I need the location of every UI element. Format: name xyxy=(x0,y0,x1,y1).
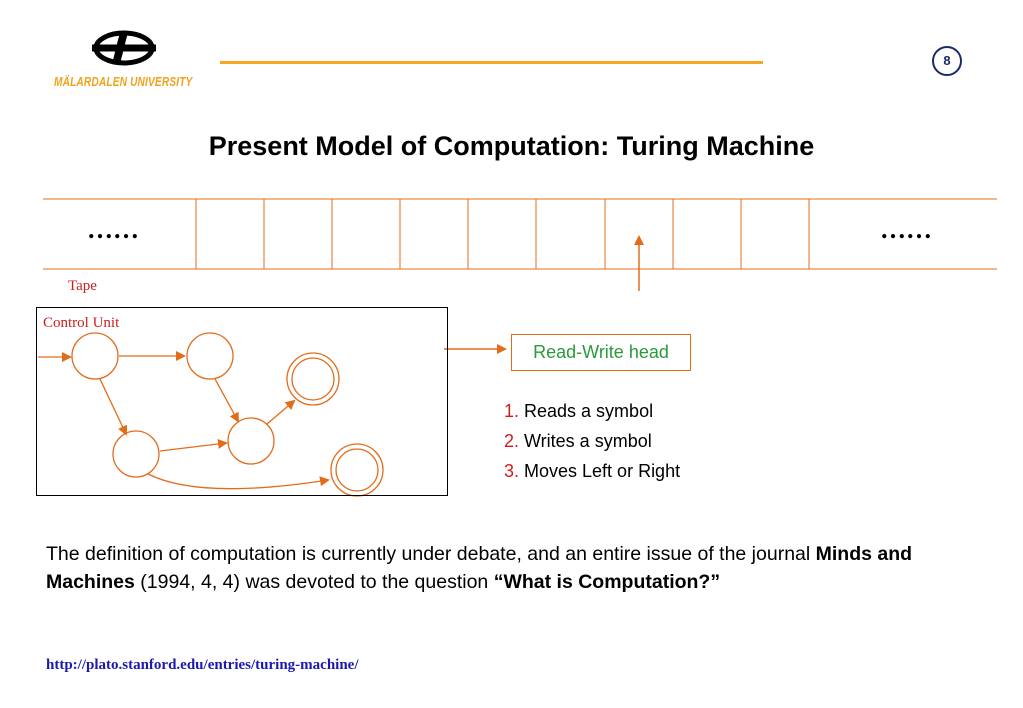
tape-right-ellipsis: …… xyxy=(880,215,932,244)
step-item: 2. Writes a symbol xyxy=(504,431,652,452)
step-text: Writes a symbol xyxy=(519,431,652,451)
tape xyxy=(43,198,997,270)
tape-label: Tape xyxy=(68,278,97,294)
transition-arrow xyxy=(214,378,239,423)
reference-link[interactable]: http://plato.stanford.edu/entries/turing… xyxy=(46,657,359,673)
journal-name: Minds and Machines xyxy=(46,543,913,593)
control-unit-box xyxy=(36,307,448,496)
control-unit-label: Control Unit xyxy=(43,315,120,331)
step-number: 1. xyxy=(504,401,520,421)
accept-state-node xyxy=(330,443,384,497)
university-name: MÄLARDALEN UNIVERSITY xyxy=(54,74,193,89)
step-item: 3. Moves Left or Right xyxy=(504,461,680,482)
state-node xyxy=(112,430,160,478)
body-paragraph: The definition of computation is current… xyxy=(46,540,946,596)
slide-title: Present Model of Computation: Turing Mac… xyxy=(208,131,815,161)
transition-arrow xyxy=(266,399,296,425)
step-text: Reads a symbol xyxy=(519,401,654,421)
state-graph xyxy=(38,332,384,497)
university-logo xyxy=(92,30,156,66)
page-number-badge: 8 xyxy=(932,46,962,76)
step-number: 2. xyxy=(504,431,520,451)
transition-arrow xyxy=(147,473,330,490)
read-write-head-box: Read-Write head xyxy=(511,334,691,371)
tape-left-ellipsis: …… xyxy=(87,215,139,244)
step-number: 3. xyxy=(504,461,520,481)
accept-state-node xyxy=(286,352,340,406)
state-node xyxy=(227,417,275,465)
state-node xyxy=(186,332,234,380)
paragraph-text: (1994, 4, 4) was devoted to the question xyxy=(134,571,494,593)
header-rule xyxy=(220,61,763,64)
transition-arrow xyxy=(159,438,228,452)
question-text: “What is Computation?” xyxy=(493,571,721,593)
paragraph-text: The definition of computation is current… xyxy=(46,543,816,565)
step-item: 1. Reads a symbol xyxy=(504,401,653,422)
step-text: Moves Left or Right xyxy=(519,461,681,481)
transition-arrow xyxy=(99,378,128,436)
state-node xyxy=(71,332,119,380)
